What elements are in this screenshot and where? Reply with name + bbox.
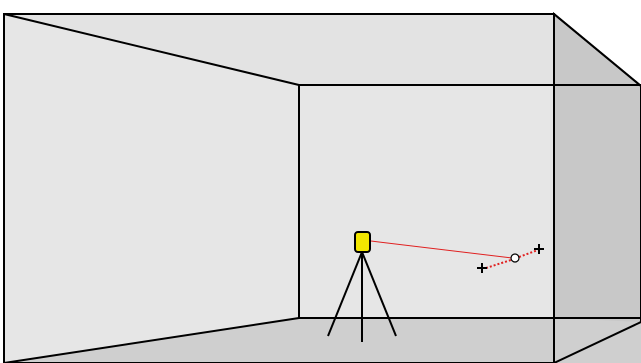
ceiling <box>4 14 554 85</box>
laser-level-icon <box>354 231 371 253</box>
outer-top-diagonal <box>553 13 641 87</box>
dotted-line-right <box>518 249 539 258</box>
room-edges <box>3 13 641 363</box>
laser-beam <box>370 240 513 259</box>
side-wall-outer <box>553 11 641 363</box>
tripod-icon <box>327 251 397 342</box>
left-wall <box>4 14 299 363</box>
floor <box>4 318 641 363</box>
floor-left-edge <box>3 317 300 363</box>
target-point <box>510 253 520 263</box>
back-wall <box>299 85 554 318</box>
plus-marker-left-icon <box>477 263 487 273</box>
ceiling-left-edge <box>3 13 300 86</box>
dotted-line-left <box>485 259 512 269</box>
plus-marker-right-icon <box>534 244 544 254</box>
outer-bottom-diagonal <box>553 321 641 363</box>
